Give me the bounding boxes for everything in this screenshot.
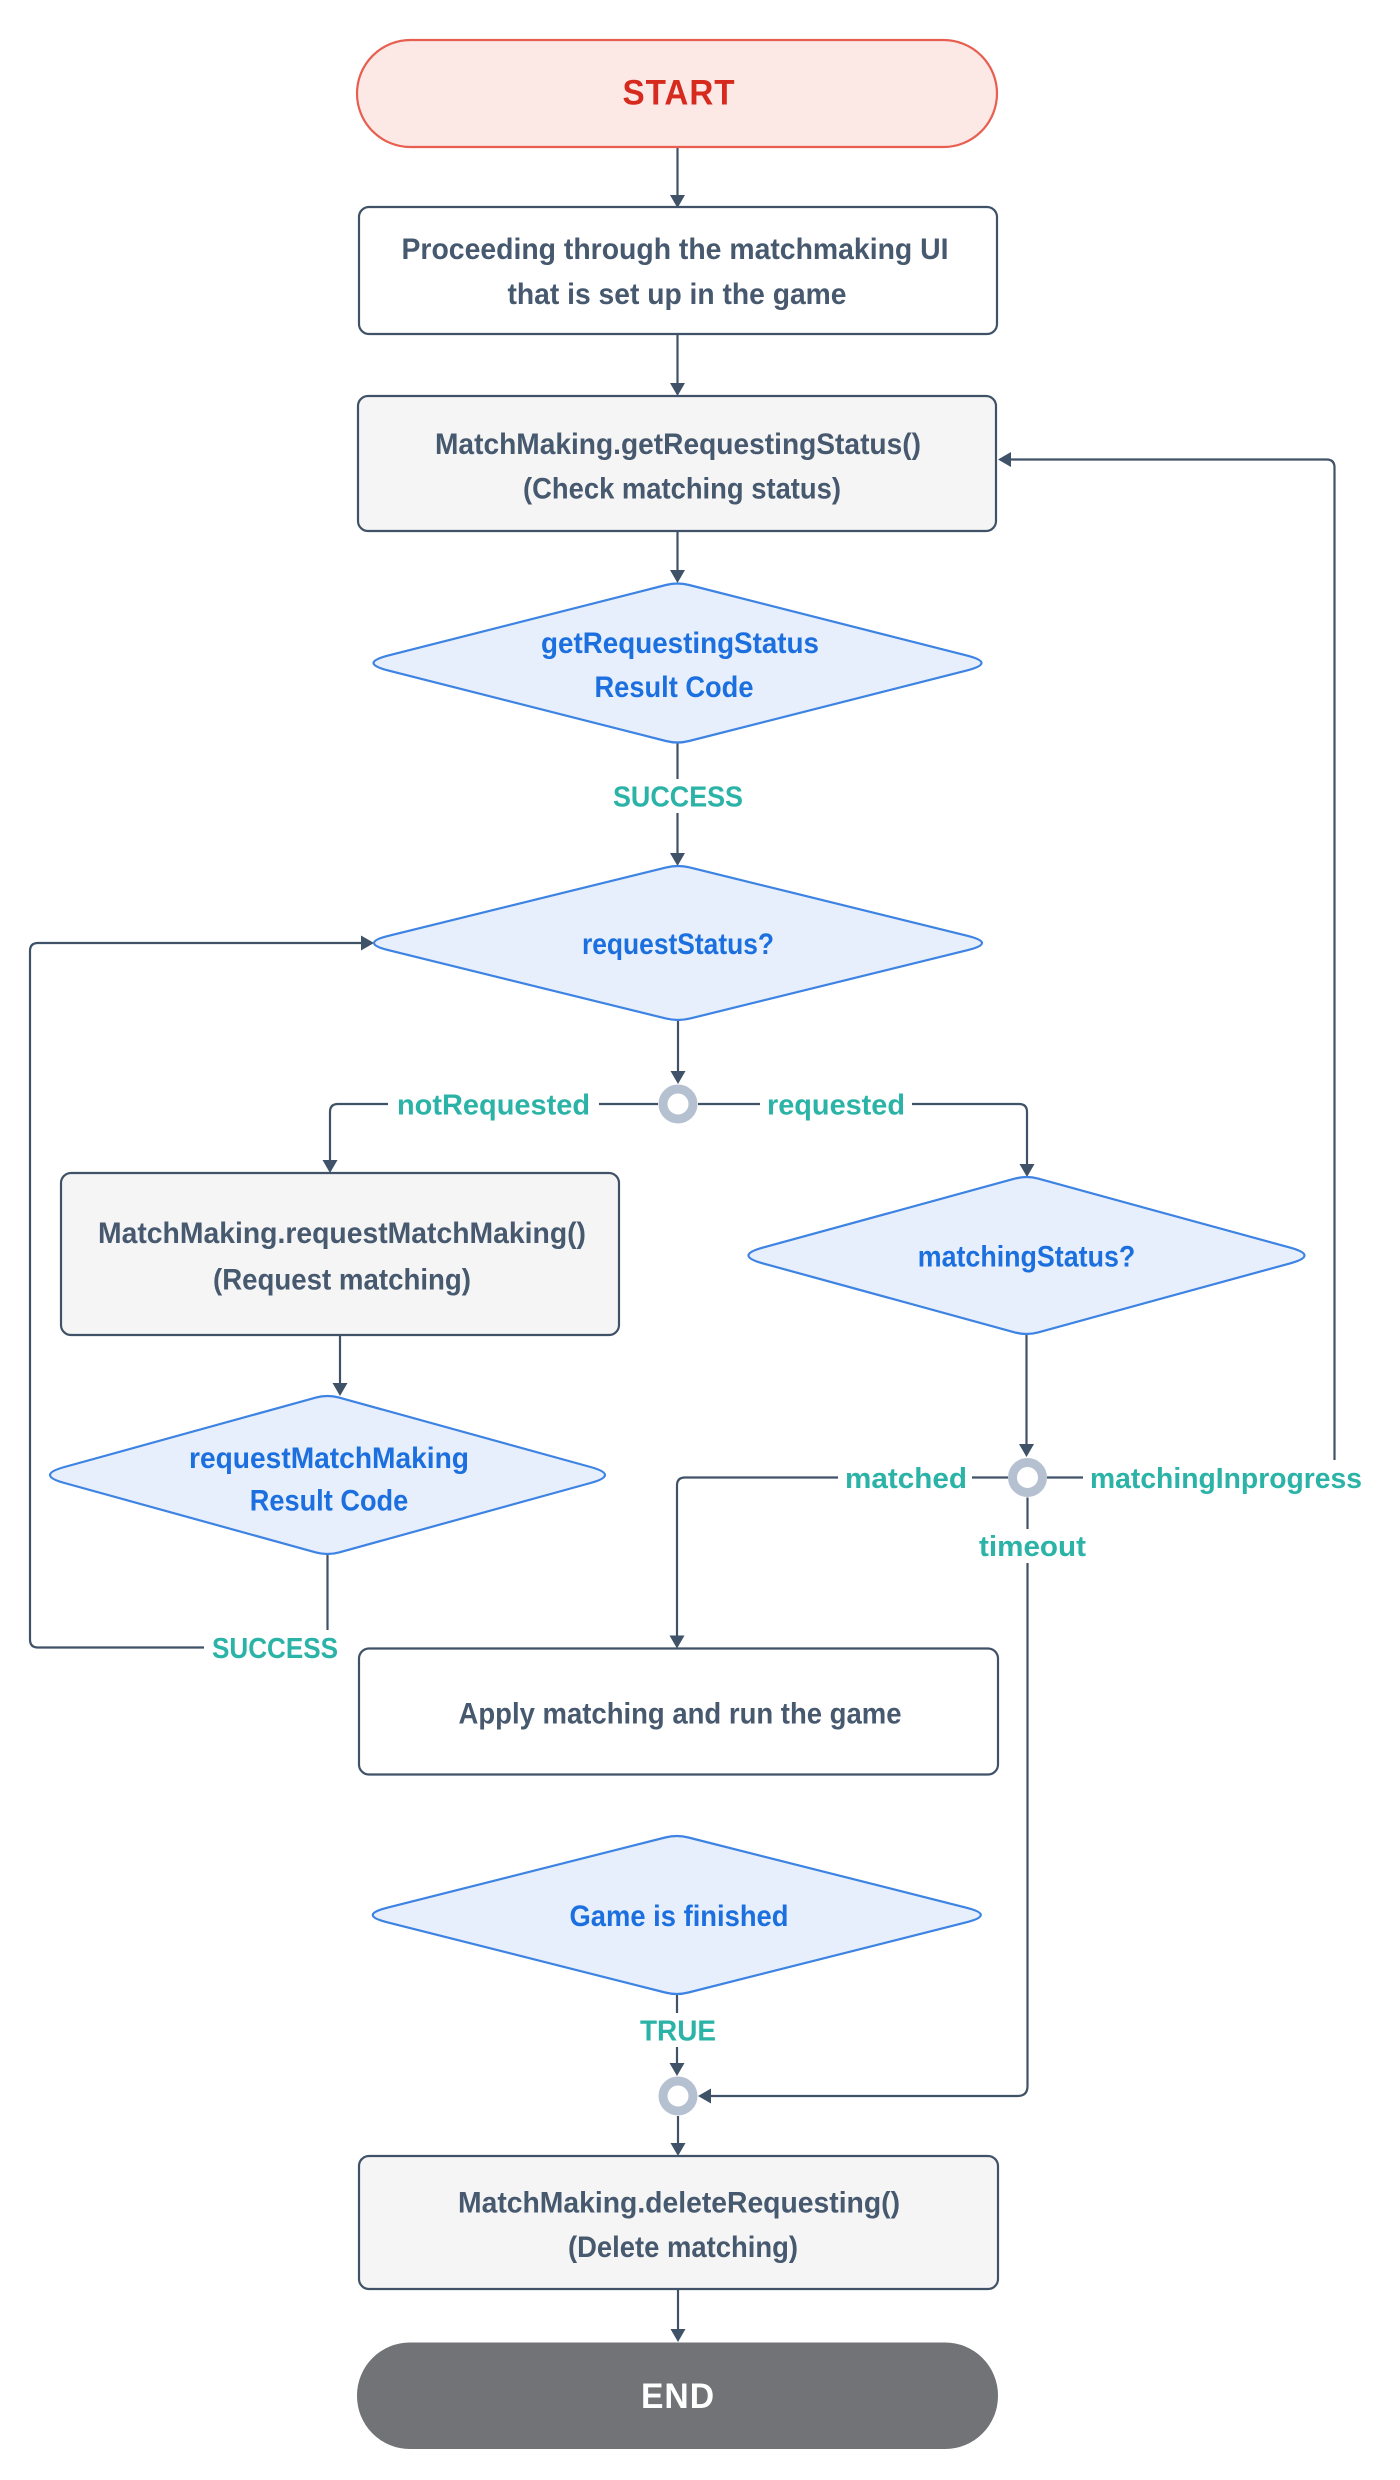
svg-text:requested: requested bbox=[767, 1090, 905, 1122]
svg-text:timeout: timeout bbox=[979, 1531, 1086, 1563]
svg-text:MatchMaking.requestMatchMaking: MatchMaking.requestMatchMaking() bbox=[98, 1217, 586, 1250]
svg-text:SUCCESS: SUCCESS bbox=[613, 782, 743, 814]
svg-text:matchingInprogress: matchingInprogress bbox=[1090, 1463, 1362, 1495]
svg-text:(Request matching): (Request matching) bbox=[213, 1264, 471, 1297]
svg-text:notRequested: notRequested bbox=[397, 1090, 590, 1122]
svg-text:SUCCESS: SUCCESS bbox=[212, 1633, 338, 1665]
svg-text:matched: matched bbox=[845, 1463, 967, 1495]
svg-text:Result Code: Result Code bbox=[595, 671, 754, 704]
svg-text:requestStatus?: requestStatus? bbox=[582, 928, 774, 961]
svg-text:START: START bbox=[623, 74, 736, 113]
svg-text:TRUE: TRUE bbox=[640, 2016, 716, 2048]
svg-text:Proceeding through the matchma: Proceeding through the matchmaking UI bbox=[402, 233, 949, 266]
svg-text:requestMatchMaking: requestMatchMaking bbox=[189, 1442, 469, 1475]
svg-text:MatchMaking.getRequestingStatu: MatchMaking.getRequestingStatus() bbox=[435, 428, 921, 461]
svg-text:(Delete matching): (Delete matching) bbox=[568, 2231, 798, 2264]
svg-text:matchingStatus?: matchingStatus? bbox=[918, 1241, 1136, 1274]
svg-text:MatchMaking.deleteRequesting(): MatchMaking.deleteRequesting() bbox=[458, 2186, 900, 2219]
svg-text:getRequestingStatus: getRequestingStatus bbox=[541, 627, 819, 660]
svg-text:that is set up in the game: that is set up in the game bbox=[508, 278, 847, 311]
svg-text:Result Code: Result Code bbox=[250, 1485, 409, 1518]
svg-text:Game is finished: Game is finished bbox=[570, 1900, 789, 1933]
svg-text:(Check matching status): (Check matching status) bbox=[523, 473, 841, 506]
svg-text:END: END bbox=[641, 2377, 715, 2416]
svg-text:Apply matching and run the gam: Apply matching and run the game bbox=[459, 1698, 902, 1731]
